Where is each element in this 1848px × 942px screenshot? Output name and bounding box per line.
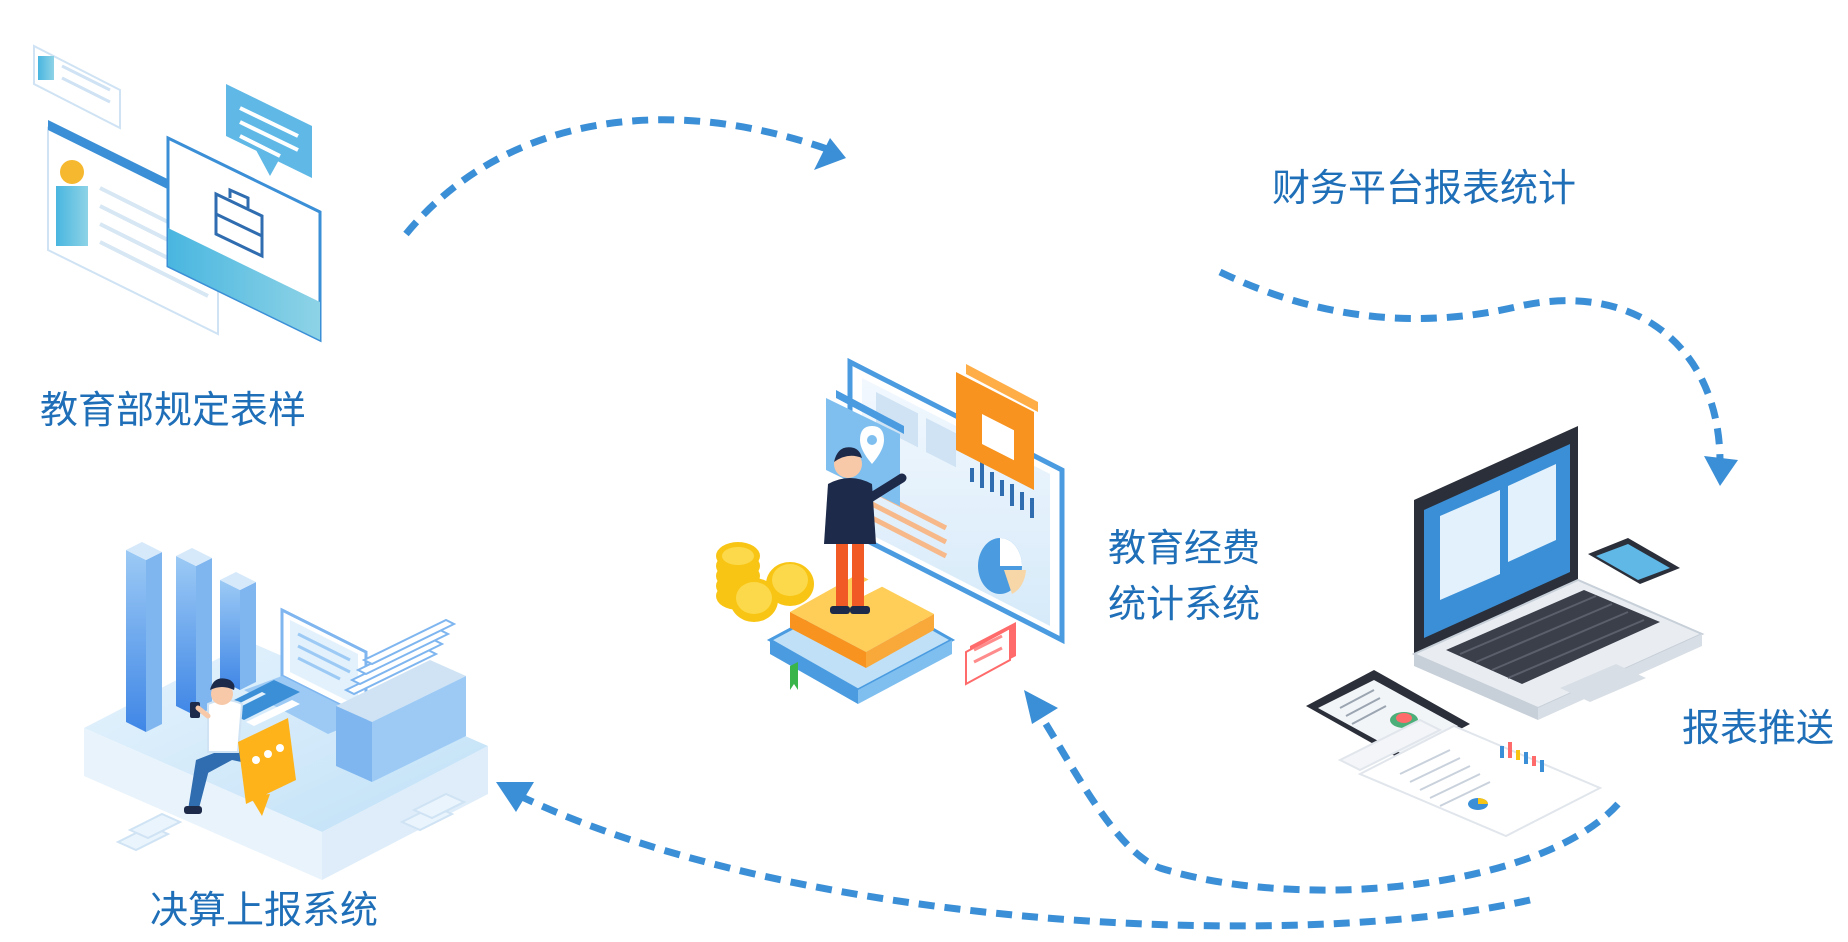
- steps-icon: [115, 792, 467, 852]
- label-edu-funds-line2: 统计系统: [1108, 582, 1261, 626]
- label-final-account-system: 决算上报系统: [150, 888, 379, 932]
- reports-paper-icon: [1337, 718, 1603, 838]
- flow-arrows: [403, 116, 1724, 930]
- person-presenter-icon: [824, 447, 907, 614]
- bar-pillars-icon: [126, 542, 256, 732]
- arrow-finance-to-push: [1218, 268, 1724, 463]
- label-edu-funds-line1: 教育经费: [1108, 526, 1261, 570]
- office-illustration: [84, 542, 488, 880]
- arrow-push-to-final: [518, 792, 1531, 930]
- label-report-push: 报表推送: [1682, 706, 1835, 750]
- report-bars-icon: [1500, 742, 1544, 772]
- gift-icon: [956, 364, 1038, 490]
- arrowhead-left-icon: [496, 782, 534, 812]
- label-moe-template: 教育部规定表样: [40, 388, 307, 432]
- yellow-chat-icon: [238, 718, 296, 816]
- coins-icon: [716, 542, 814, 622]
- office-laptop-icon: [244, 607, 368, 734]
- label-edu-funds-system: 教育经费 统计系统: [1108, 520, 1260, 632]
- arrowhead-down-icon: [1704, 456, 1738, 486]
- mini-bar-chart-icon: [970, 462, 1034, 518]
- small-card-icon: [33, 44, 121, 130]
- laptop-icon: [1411, 426, 1705, 720]
- arrowhead-right-icon: [814, 138, 846, 170]
- documents-illustration: [33, 44, 322, 343]
- label-finance-platform: 财务平台报表统计: [1272, 166, 1577, 210]
- arrowhead-up-left-icon: [1024, 690, 1058, 724]
- file-box-icon: [336, 618, 466, 782]
- keyboard-icon: [1459, 595, 1645, 679]
- chat-bubble-icon: [226, 84, 312, 178]
- briefcase-document-icon: [166, 135, 322, 343]
- arrow-heads: [496, 138, 1738, 812]
- arrow-template-to-system: [403, 116, 832, 237]
- arrow-push-to-system: [1027, 697, 1621, 894]
- tablet-text-lines: [1339, 689, 1387, 725]
- phone-icon: [1588, 538, 1680, 584]
- dashboard-illustration: [716, 357, 1065, 704]
- briefcase-icon: [214, 187, 264, 259]
- red-chat-icon: [965, 622, 1016, 686]
- pie-chart-icon: [978, 538, 1026, 594]
- devices-illustration: [1306, 426, 1705, 838]
